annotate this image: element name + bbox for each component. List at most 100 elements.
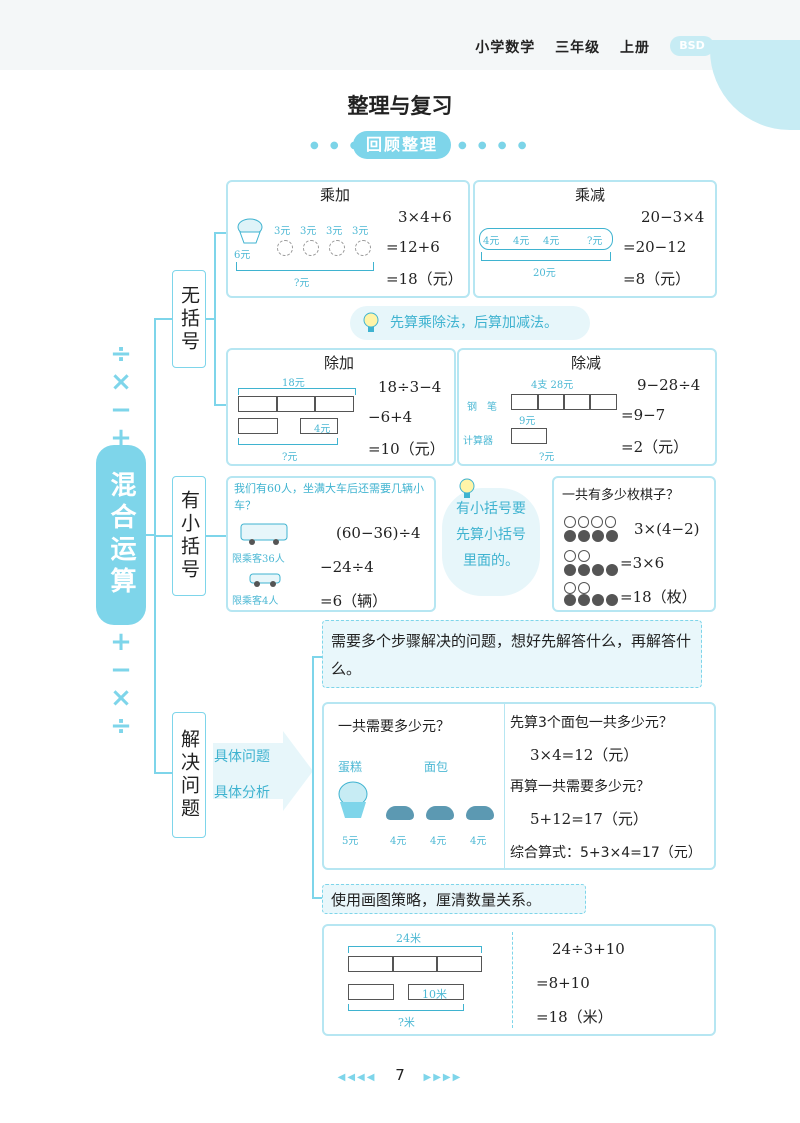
brace [348, 1004, 464, 1011]
box-chu-jian: 除减 4支 28元 钢 笔 9元 计算器 ?元 9−28÷4 =9−7 =2（元… [457, 348, 717, 466]
box-bakery: 一共需要多少元？ 蛋糕 面包 5元 4元 4元 4元 先算3个面包一共多少元？ … [322, 702, 716, 870]
bus-icon [240, 523, 288, 545]
chess-piece-icon [578, 582, 590, 594]
tree-line [154, 535, 172, 537]
segment-part: 10米 [422, 988, 447, 1001]
hint-order: 先算乘除法，后算加减法。 [350, 306, 590, 340]
page-footer: ◀◀◀◀ 7 ▶▶▶▶ [0, 1066, 800, 1084]
segment [348, 984, 394, 1000]
segment [563, 394, 591, 410]
item-circle [329, 240, 345, 256]
capacity-label: 限乘客36人 [232, 554, 285, 565]
chess-piece-icon [578, 564, 590, 576]
header-subject: 小学数学 [475, 40, 536, 56]
tip-draw: 使用画图策略，厘清数量关系。 [322, 884, 586, 914]
op-plus-icon: + [110, 627, 132, 657]
header-band [0, 0, 800, 70]
segment [314, 396, 354, 412]
box-paren-bus: 我们有60人，坐满大车后还需要几辆小车？ 限乘客36人 限乘客4人 (60−36… [226, 476, 436, 612]
chess-row [564, 530, 620, 542]
total-label: 20元 [533, 268, 556, 279]
equation-line: =8（元） [623, 270, 691, 288]
segment-top: 18元 [282, 378, 305, 389]
header-grade: 三年级 [555, 40, 601, 56]
box-cheng-jia: 乘加 6元 3元 3元 3元 3元 ?元 3×4+6 =12+6 =18（元） [226, 180, 470, 298]
box-title: 乘减 [575, 186, 606, 204]
box-segment: 24米 10米 ?米 24÷3+10 =8+10 =18（米） [322, 924, 716, 1036]
chess-row [564, 594, 620, 606]
chess-piece-icon [606, 594, 618, 606]
divider [512, 932, 514, 1028]
chess-piece-icon [591, 516, 603, 528]
segment [238, 418, 278, 434]
op-times-icon: × [110, 683, 132, 713]
chess-piece-icon [606, 564, 618, 576]
tree-line [154, 772, 172, 774]
lightbulb-icon [363, 312, 379, 332]
chess-piece-icon [577, 516, 589, 528]
hint-text: 先算乘除法，后算加减法。 [390, 315, 558, 331]
cake-icon [338, 781, 368, 818]
page-title: 整理与复习 [347, 94, 453, 118]
equation-line: −6+4 [368, 408, 413, 426]
calc-price: 9元 [519, 416, 536, 427]
footer-arrows-left-icon: ◀◀◀◀ [337, 1072, 377, 1083]
box-chu-jia: 除加 18元 4元 ?元 18÷3−4 −6+4 =10（元） [226, 348, 456, 466]
question-label: ?元 [539, 452, 555, 463]
cat-has-paren: 有小括号 [172, 476, 206, 596]
tip-text: 使用画图策略，厘清数量关系。 [331, 891, 542, 909]
segment [392, 956, 438, 972]
step-text: 再算一共需要多少元？ [510, 779, 650, 795]
tree-line [214, 404, 226, 406]
segment [511, 394, 539, 410]
tree-line [154, 318, 172, 320]
price-label: 4元 [430, 836, 447, 847]
section-pill: 回顾整理 [353, 131, 451, 159]
equation-line: =2（元） [621, 438, 689, 456]
segment-top: 24米 [396, 932, 421, 945]
ops-top: ÷ × − + [108, 340, 134, 452]
chess-piece-icon [592, 564, 604, 576]
tree-line [206, 318, 216, 320]
chess-piece-icon [564, 516, 576, 528]
equation-line: =6（辆） [320, 592, 388, 610]
row-label: 计算器 [463, 436, 493, 447]
coin-label: ?元 [587, 236, 603, 247]
cat-no-paren: 无括号 [172, 270, 206, 368]
equation-line: 3×(4−2) [634, 520, 700, 538]
op-divide-icon: ÷ [110, 339, 132, 369]
header-badge: BSD [670, 36, 714, 56]
box-cheng-jian: 乘减 4元 4元 4元 ?元 20元 20−3×4 =20−12 =8（元） [473, 180, 717, 298]
question-text: 我们有60人，坐满大车后还需要几辆小车？ [234, 482, 424, 512]
divider [504, 704, 505, 868]
segment [511, 428, 547, 444]
chess-piece-icon [564, 582, 576, 594]
unit-price: 3元 [300, 226, 317, 237]
dots-right: ● ● ● ● [458, 140, 531, 151]
tree-line [206, 535, 226, 537]
segment [408, 984, 464, 1000]
bread-icon [386, 806, 414, 820]
arrow-shape [213, 731, 313, 811]
chess-row [564, 550, 616, 562]
equation-line: =9−7 [621, 406, 666, 424]
chess-piece-icon [606, 530, 618, 542]
chess-piece-icon [564, 594, 576, 606]
segment [348, 956, 394, 972]
unit-price: 3元 [274, 226, 291, 237]
box-title: 乘加 [320, 186, 351, 204]
chess-piece-icon [564, 564, 576, 576]
price-label: 4元 [470, 836, 487, 847]
segment-top: 4支 28元 [531, 380, 574, 391]
equation-line: 3×4=12（元） [530, 746, 639, 764]
header-text: 小学数学 三年级 上册 [461, 37, 650, 57]
equation-line: (60−36)÷4 [336, 524, 421, 542]
segment [276, 396, 316, 412]
lightbulb-icon [459, 478, 475, 498]
box-paren-chess: 一共有多少枚棋子？ 3×(4−2) =3×6 =18（枚） [552, 476, 716, 612]
car-icon [249, 573, 281, 587]
cat-solve: 解决问题 [172, 712, 206, 838]
question-text: 一共有多少枚棋子？ [562, 488, 680, 503]
segment [238, 396, 278, 412]
chess-piece-icon [592, 594, 604, 606]
